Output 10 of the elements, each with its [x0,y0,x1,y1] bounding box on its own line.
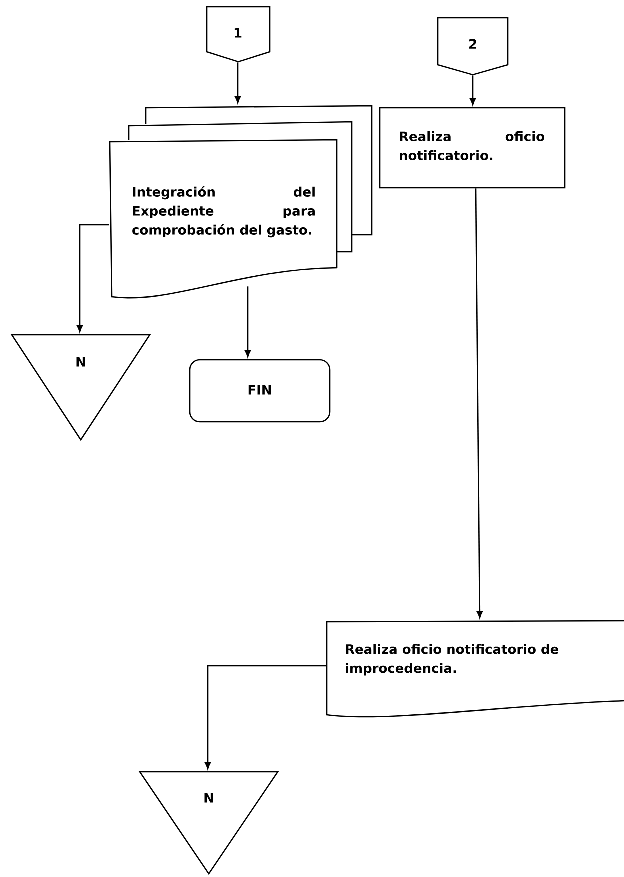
process-box: Realiza oficio notificatorio. [379,107,566,189]
arrow [77,224,110,332]
arrow [475,188,483,618]
off-page-connector: 2 [437,17,509,76]
arrow [205,665,326,770]
arrow [235,62,241,104]
arrow [470,76,476,106]
arrow [245,286,251,358]
terminator-box: FIN [189,359,331,423]
off-page-connector: 1 [206,6,271,63]
